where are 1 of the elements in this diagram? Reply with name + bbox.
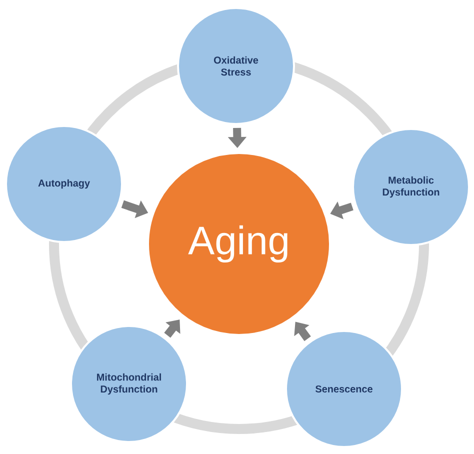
arrow [164,320,180,338]
